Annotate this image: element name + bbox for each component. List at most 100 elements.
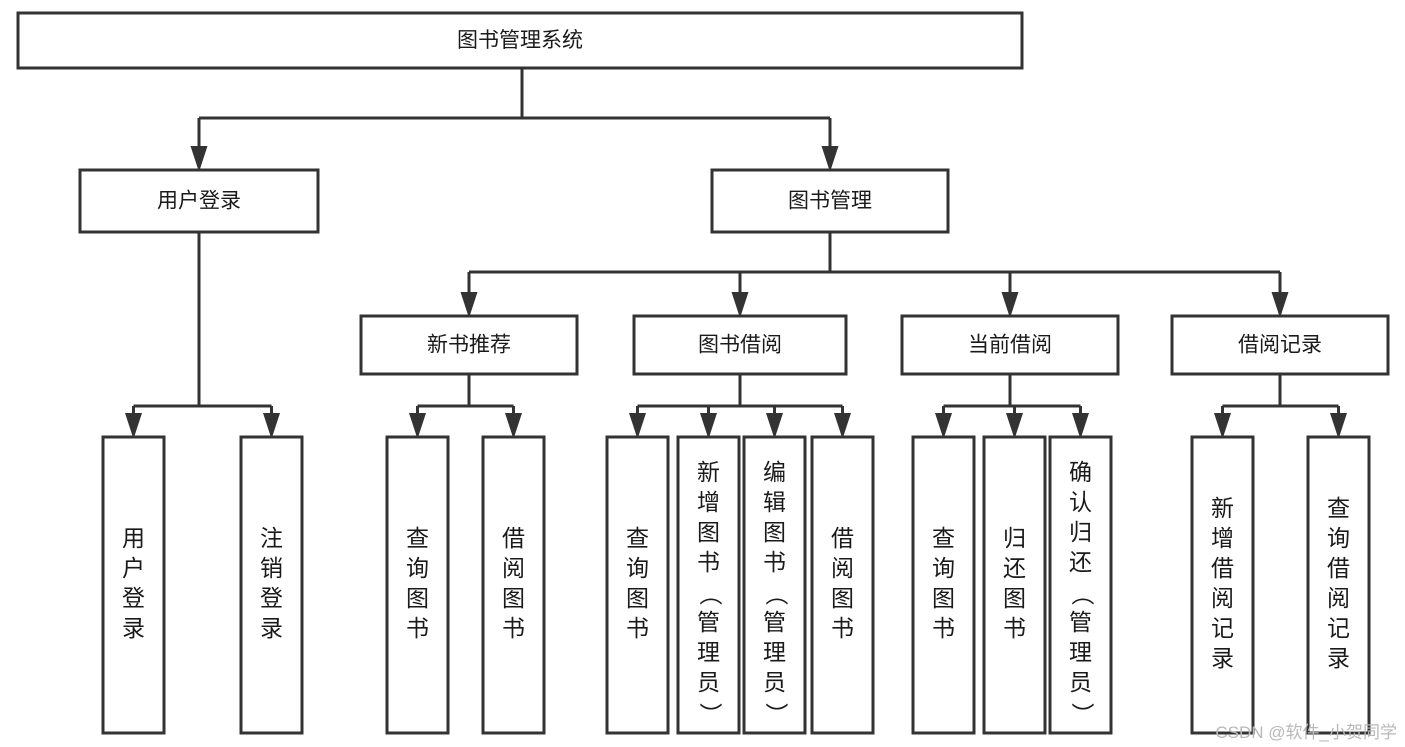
node-label-char: 借 — [1211, 555, 1234, 581]
node-box[interactable] — [359, 314, 579, 376]
node-book-manage[interactable]: 图书管理 — [710, 168, 950, 234]
connector-group — [190, 68, 839, 172]
nodes-layer: 图书管理系统用户登录图书管理新书推荐图书借阅当前借阅借阅记录用户登录注销登录查询… — [16, 11, 1390, 735]
node-box[interactable] — [710, 168, 950, 234]
arrow-head-icon — [821, 146, 839, 172]
node-label-char: 图 — [626, 585, 649, 611]
node-label-char: 书 — [831, 615, 854, 641]
node-label-char: 图 — [406, 585, 429, 611]
arrow-head-icon — [1006, 413, 1023, 439]
node-box[interactable] — [742, 435, 807, 735]
node-label-char: 理 — [697, 639, 720, 665]
node-label-char: 编 — [763, 459, 786, 485]
node-label-char: 户 — [122, 555, 145, 581]
node-box[interactable] — [1170, 314, 1390, 376]
node-leaf-user-login[interactable]: 用户登录 — [101, 435, 166, 735]
node-label-char: 管 — [697, 609, 720, 635]
node-root[interactable]: 图书管理系统 — [16, 11, 1024, 70]
node-new-book-recommend[interactable]: 新书推荐 — [359, 314, 579, 376]
node-label: 图书管理 — [788, 190, 872, 213]
node-label-char: 员 — [1069, 669, 1092, 695]
node-label: 当前借阅 — [968, 334, 1052, 357]
arrow-head-icon — [935, 413, 952, 439]
node-box[interactable] — [1190, 435, 1255, 735]
node-label-char: 登 — [122, 585, 145, 611]
node-label-char: 查 — [932, 525, 955, 551]
node-label-char: 询 — [932, 555, 955, 581]
node-label-char: 录 — [122, 615, 145, 641]
node-label-char: 查 — [1327, 495, 1350, 521]
node-box[interactable] — [78, 168, 320, 234]
arrow-head-icon — [731, 292, 749, 318]
node-label-char: 增 — [1211, 525, 1234, 551]
node-label-char: 询 — [406, 555, 429, 581]
node-label: 新书推荐 — [427, 334, 511, 357]
node-box[interactable] — [676, 435, 741, 735]
node-box[interactable] — [239, 435, 304, 735]
node-box[interactable] — [1048, 435, 1113, 735]
arrow-head-icon — [190, 146, 208, 172]
node-box[interactable] — [16, 11, 1024, 70]
node-label-char: 记 — [1211, 615, 1234, 641]
node-label-char: 用 — [122, 525, 145, 551]
node-label-char: ） — [697, 703, 723, 726]
node-box[interactable] — [911, 435, 976, 735]
node-label-char: 还 — [1069, 549, 1092, 575]
arrow-head-icon — [1330, 413, 1347, 439]
node-label-char: 归 — [1069, 519, 1092, 545]
node-box[interactable] — [900, 314, 1120, 376]
connector-group — [460, 232, 1289, 318]
arrow-head-icon — [125, 413, 142, 439]
node-box[interactable] — [1306, 435, 1371, 735]
node-box[interactable] — [632, 314, 848, 376]
node-box[interactable] — [385, 435, 450, 735]
node-label: 图书管理系统 — [457, 29, 583, 52]
node-label-char: 辑 — [763, 489, 786, 515]
connector-group — [409, 374, 522, 439]
node-borrow-record[interactable]: 借阅记录 — [1170, 314, 1390, 376]
node-user-login[interactable]: 用户登录 — [78, 168, 320, 234]
node-label-char: 员 — [763, 669, 786, 695]
arrow-head-icon — [460, 292, 478, 318]
node-box[interactable] — [810, 435, 875, 735]
node-label-char: 图 — [1003, 585, 1026, 611]
node-label-char: 询 — [626, 555, 649, 581]
node-label-char: 借 — [502, 525, 525, 551]
node-label-char: 图 — [697, 519, 720, 545]
node-label-char: 查 — [626, 525, 649, 551]
node-box[interactable] — [481, 435, 546, 735]
node-label-char: 员 — [697, 669, 720, 695]
arrow-head-icon — [409, 413, 426, 439]
node-label-char: ） — [1069, 703, 1095, 726]
node-label-char: 记 — [1327, 615, 1350, 641]
node-label-char: 书 — [763, 549, 786, 575]
node-label-char: （ — [1069, 583, 1095, 606]
node-box[interactable] — [101, 435, 166, 735]
node-label-char: （ — [763, 583, 789, 606]
node-label-char: 还 — [1003, 555, 1026, 581]
node-label-char: 图 — [831, 585, 854, 611]
arrow-head-icon — [766, 413, 783, 439]
node-label-char: ） — [763, 703, 789, 726]
node-label-char: 理 — [763, 639, 786, 665]
node-book-borrow[interactable]: 图书借阅 — [632, 314, 848, 376]
node-label-char: 录 — [1327, 645, 1350, 671]
node-box[interactable] — [605, 435, 670, 735]
node-current-borrow[interactable]: 当前借阅 — [900, 314, 1120, 376]
node-label-char: 录 — [1211, 645, 1234, 671]
node-box[interactable] — [982, 435, 1047, 735]
